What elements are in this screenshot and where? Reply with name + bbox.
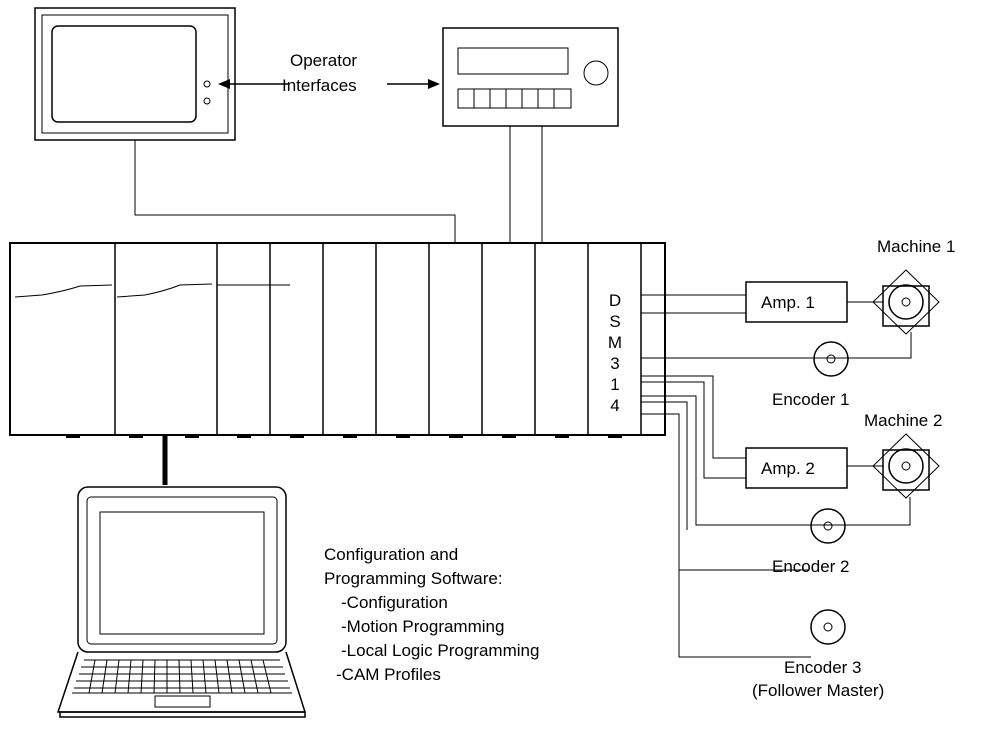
operator-panel-screen [34, 7, 236, 141]
encoder3-label-2: (Follower Master) [752, 681, 884, 700]
module-letter: S [609, 312, 620, 331]
operator-interfaces-label-1: Operator [290, 51, 357, 70]
software-item: -Motion Programming [341, 617, 504, 636]
software-title-1: Configuration and [324, 545, 458, 564]
arrow-to-keypad-panel [387, 79, 440, 89]
module-letter: M [608, 333, 622, 352]
arrow-to-screen-panel [218, 79, 288, 89]
software-item: -Configuration [341, 593, 448, 612]
operator-interfaces-label-2: Interfaces [282, 76, 357, 95]
machine2-label: Machine 2 [864, 411, 942, 430]
amp2-box [745, 447, 848, 489]
encoder3-wiring [679, 570, 811, 657]
encoder2-label: Encoder 2 [772, 557, 850, 576]
dsm314-module-label: D S M 3 1 4 [608, 291, 622, 415]
module-letter: 3 [610, 354, 619, 373]
machine1-label: Machine 1 [877, 237, 955, 256]
plc-rack [9, 242, 666, 438]
cable-screen-to-rack [134, 140, 456, 243]
operator-panel-keypad [442, 27, 619, 127]
encoder3-cable [678, 570, 811, 658]
axis2-wiring [641, 375, 911, 571]
software-description: Configuration and Programming Software: … [324, 545, 539, 684]
motor2 [872, 433, 940, 499]
motor1 [872, 269, 940, 335]
amp2-label: Amp. 2 [761, 459, 815, 478]
encoder1-label: Encoder 1 [772, 390, 850, 409]
amp1-label: Amp. 1 [761, 293, 815, 312]
software-title-2: Programming Software: [324, 569, 503, 588]
module-letter: 1 [610, 375, 619, 394]
encoder3-label-1: Encoder 3 [784, 658, 862, 677]
software-item: -Local Logic Programming [341, 641, 539, 660]
module-letter: D [609, 291, 621, 310]
axis1-wiring [641, 294, 912, 359]
encoder2 [810, 508, 846, 544]
software-item: -CAM Profiles [336, 665, 441, 684]
encoder3 [810, 609, 846, 645]
module-letter: 4 [610, 396, 619, 415]
laptop-computer [56, 486, 307, 718]
encoder1 [813, 341, 849, 377]
